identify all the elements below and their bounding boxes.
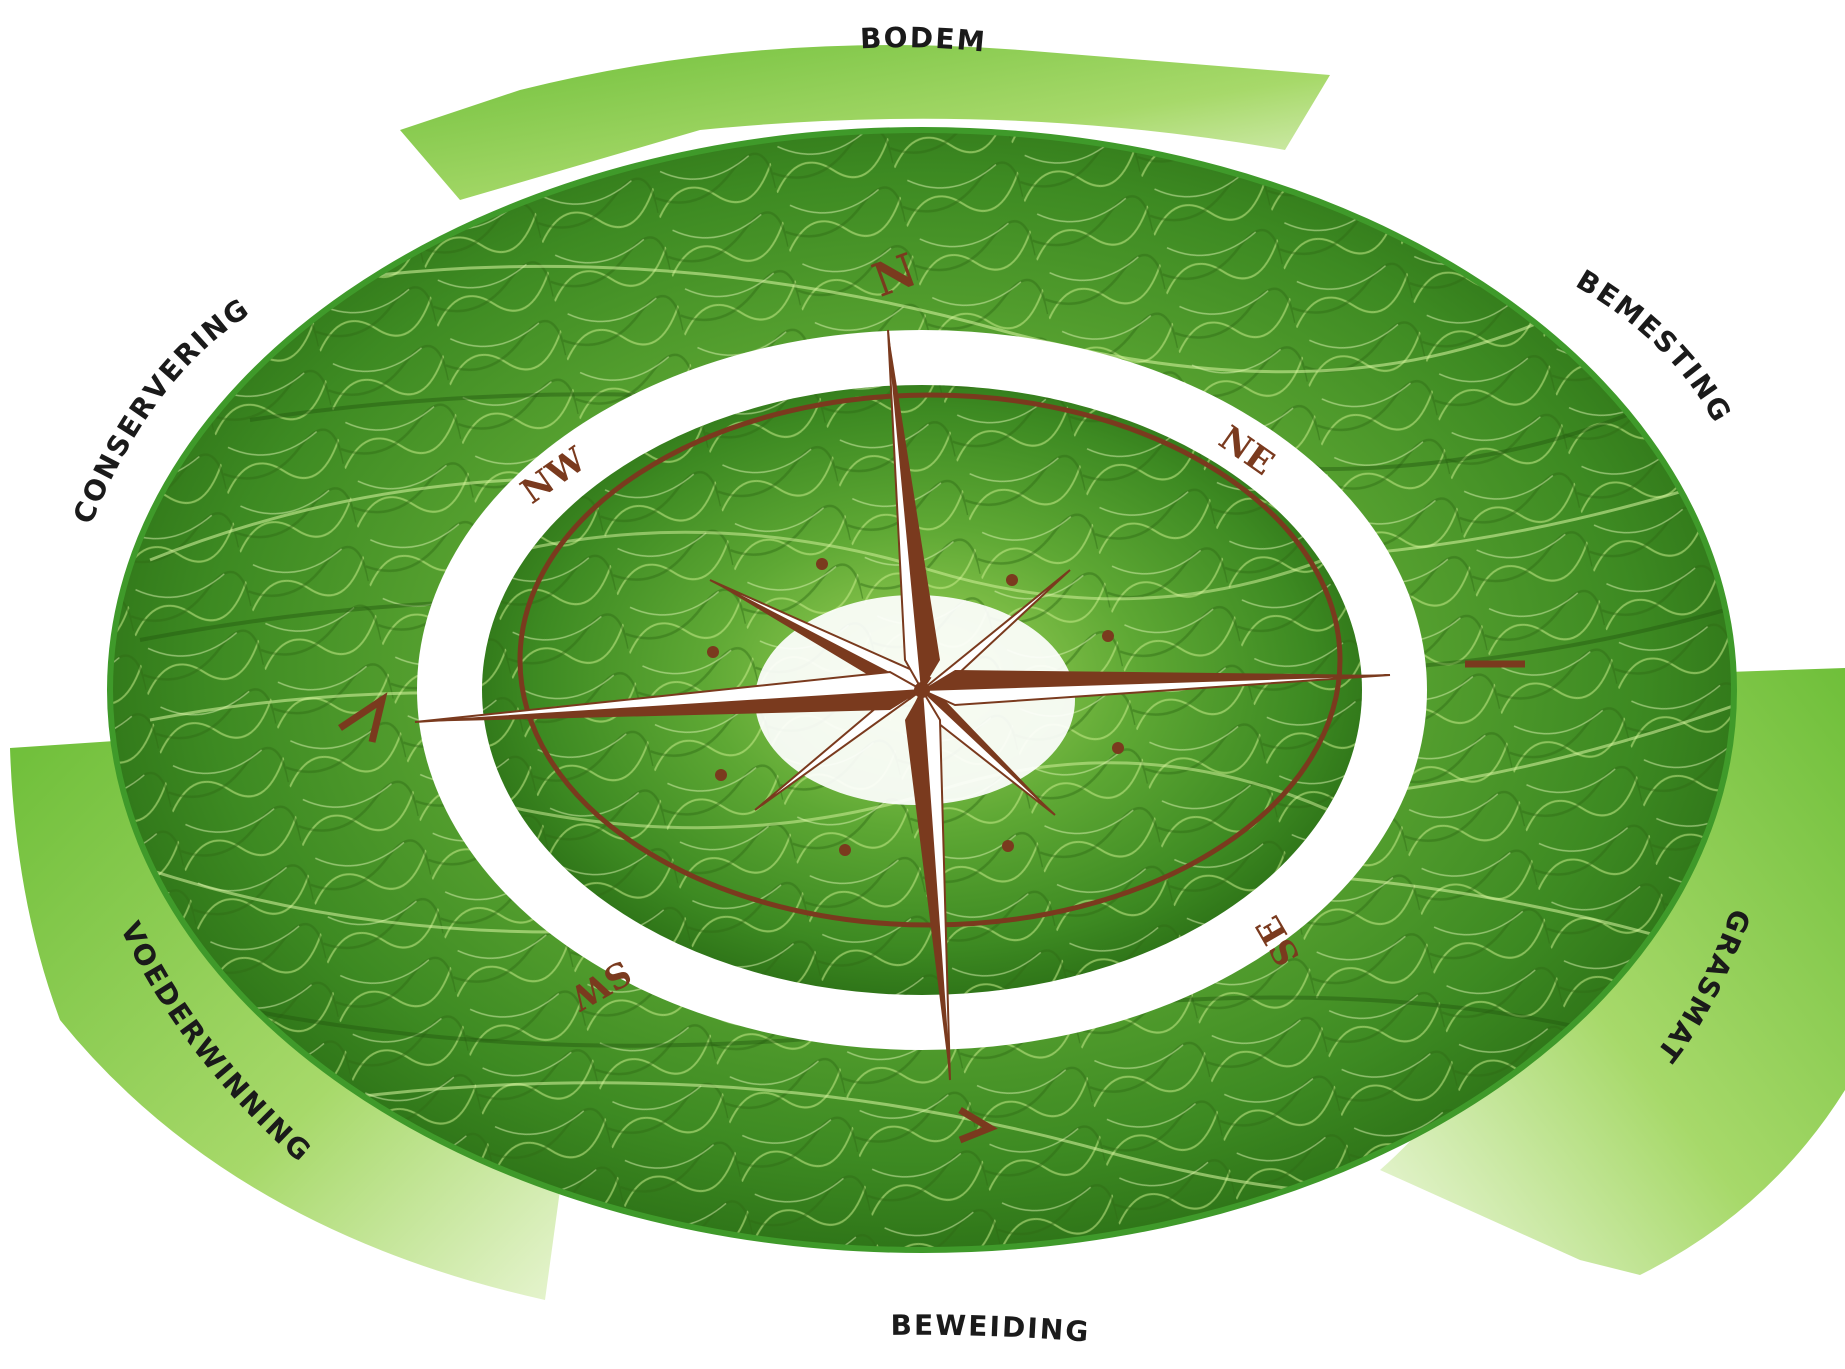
segment-label-bodem: BODEM [859, 21, 988, 58]
segment-label-beweiding: BEWEIDING [890, 1309, 1091, 1349]
